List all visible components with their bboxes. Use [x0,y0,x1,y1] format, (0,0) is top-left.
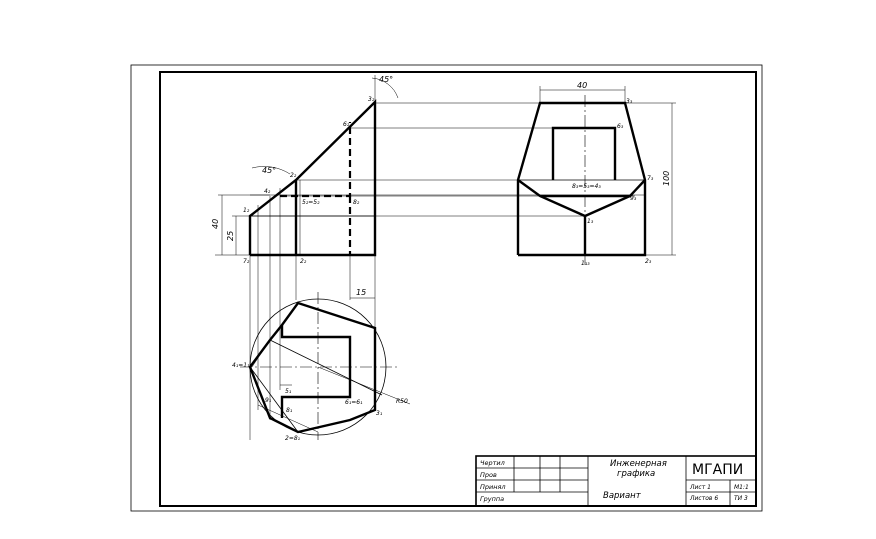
radius-leader [317,366,411,405]
label-5-1: 5₁ [285,388,292,395]
dim-40-side-text: 40 [577,81,587,90]
side-outline [516,101,647,257]
label-11-3: 1₁₃ [581,260,590,267]
tb-row-drawn: Чертил [480,459,505,467]
label-8-5-4-3: 8₃=5₃=4₃ [572,183,601,190]
label-3-1: 3₁ [376,410,383,417]
label-4-1-1: 4₁=1₁ [232,362,250,369]
top-outline [248,301,377,434]
label-5-2: 5₂=5₂ [302,199,320,206]
label-2b-2: 2₂ [300,258,307,265]
label-8-2: 8₂ [353,199,360,206]
label-2-3: 2₃ [645,258,652,265]
label-3-2: 3₂ [368,96,375,103]
angle-left-text: 45° [262,166,276,175]
top-view: 15 R50 4₁=1₁ 5₁ 9₁ 8₁ 6₁=6₁ 3₁ 2=8₁ [232,288,411,442]
top-diag [251,339,271,368]
tb-sheet: Лист 1 [689,484,711,491]
tb-row-checked: Пров [480,471,497,479]
label-9-1: 9₁ [265,397,272,404]
front-view: 40 25 45° 45° 3₂ 6₂ 2₂ 4₂ 1₂ 5₂=5₂ 8₂ 7₂… [211,75,399,440]
tb-row-group: Группа [480,495,504,503]
dim-25-text: 25 [226,231,235,241]
tb-title-2: графика [617,469,655,479]
tb-scale: М1:1 [734,484,749,491]
label-1-2: 1₂ [243,207,250,214]
title-block: Чертил Пров Принял Группа Инженерная гра… [475,455,757,507]
top-diag [269,339,383,396]
label-7-2: 7₂ [243,258,250,265]
tb-sheets: Листов 6 [689,495,718,502]
paper-edge [130,64,763,512]
front-outline [248,99,377,257]
label-4-2: 4₂ [264,188,271,195]
label-3-3: 3₃ [626,98,633,105]
dim-15-text: 15 [356,288,366,297]
dim-40-text: 40 [211,219,220,229]
top-construct [257,404,319,433]
top-inner [280,325,352,418]
tb-variant: Вариант [603,491,642,501]
angle-top-text: 45° [379,75,393,84]
label-6-2: 6₂ [343,121,350,128]
label-2-8-1: 2=8₁ [285,435,301,442]
label-8-1: 8₁ [286,407,293,414]
dim-r50-text: R50 [396,398,408,405]
label-2-2: 2₂ [290,172,297,179]
label-9-3: 9₃ [630,195,637,202]
label-6-1: 6₁=6₁ [345,399,363,406]
tb-code: ТИ 3 [734,495,748,502]
tb-title-1: Инженерная [610,459,667,469]
drawing-frame [159,71,757,507]
tb-org: МГАПИ [692,462,743,478]
label-1-3: 1₃ [587,218,594,225]
side-view: 40 100 3₃ 6₃ 7₃ 8₃=5₃=4₃ 9₃ 1₃ 1₁₃ 2₃ [516,81,676,267]
tb-row-approved: Принял [480,483,506,491]
label-6-3: 6₃ [617,123,624,130]
side-inner-top [551,126,617,180]
label-7-3: 7₃ [647,175,654,182]
top-diag [249,366,299,433]
dim-100-text: 100 [662,171,671,186]
